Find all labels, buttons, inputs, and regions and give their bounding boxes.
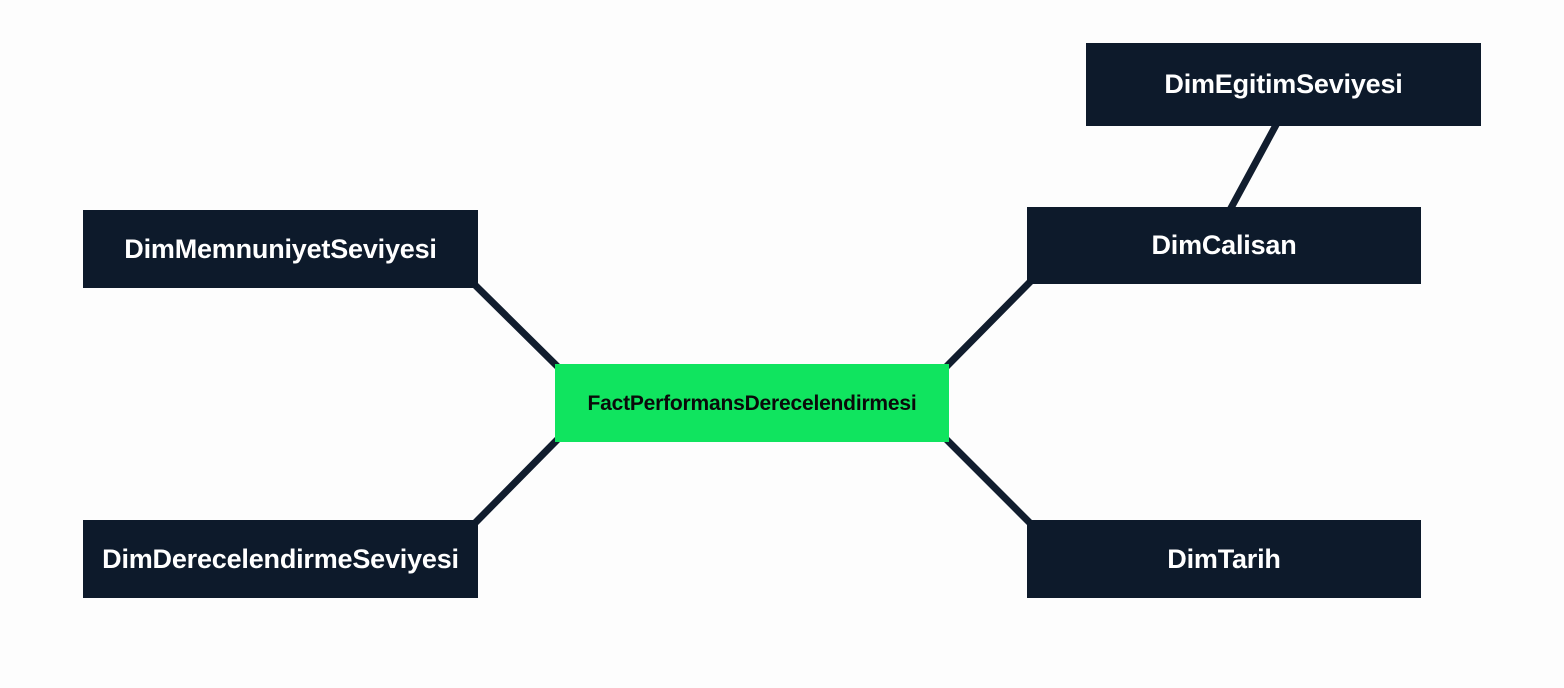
node-label: DimCalisan [1151, 230, 1297, 260]
node-fact-performans-derecelendirmesi[interactable]: FactPerformansDerecelendirmesi [555, 364, 949, 442]
node-label: DimMemnuniyetSeviyesi [124, 233, 437, 264]
edge-egitim-to-calisan [1226, 120, 1281, 213]
node-dim-derecelendirme-seviyesi[interactable]: DimDerecelendirmeSeviyesi [83, 520, 478, 598]
node-label: DimEgitimSeviyesi [1164, 69, 1403, 99]
node-dim-calisan[interactable]: DimCalisan [1027, 207, 1421, 284]
edge-memnuniyet-to-fact [473, 283, 561, 370]
edge-fact-to-tarih [943, 436, 1033, 526]
node-label: DimTarih [1167, 543, 1281, 574]
edge-derecelendirme-to-fact [473, 436, 561, 525]
node-label: FactPerformansDerecelendirmesi [587, 391, 917, 415]
node-dim-egitim-seviyesi[interactable]: DimEgitimSeviyesi [1086, 43, 1481, 126]
node-dim-tarih[interactable]: DimTarih [1027, 520, 1421, 598]
node-label: DimDerecelendirmeSeviyesi [102, 543, 459, 574]
edge-fact-to-calisan [943, 279, 1033, 370]
node-dim-memnuniyet-seviyesi[interactable]: DimMemnuniyetSeviyesi [83, 210, 478, 288]
